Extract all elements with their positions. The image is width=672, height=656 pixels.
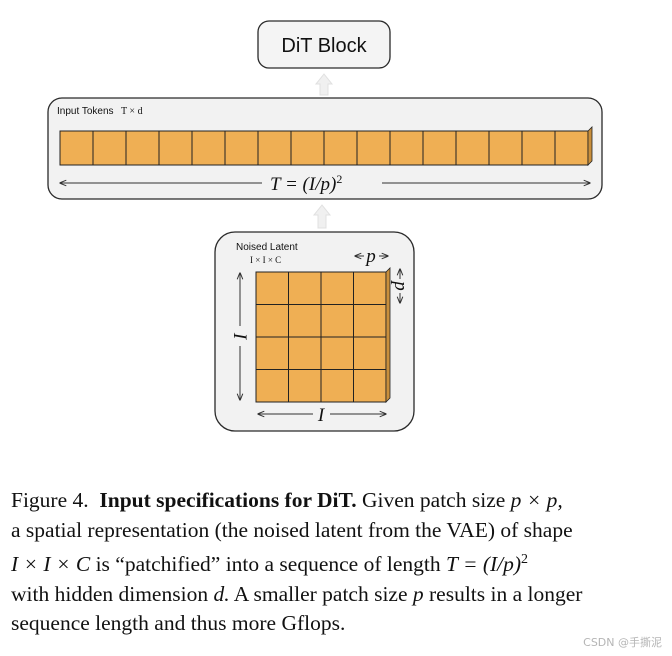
token-cell: [158, 130, 193, 166]
latent-patch: [288, 336, 322, 370]
noised-latent-shape: I × I × C: [250, 255, 281, 265]
caption-line4-text-a: with hidden dimension: [11, 581, 209, 606]
latent-patch: [353, 304, 387, 338]
caption-line4-math-b: p: [412, 581, 424, 606]
dit-input-diagram: DiT Block Input Tokens T × d T = (I/p)2 …: [47, 20, 603, 432]
latent-height-label: I: [229, 332, 250, 341]
caption-line4-text-c: results in a longer: [429, 581, 583, 606]
latent-patch: [320, 336, 354, 370]
token-row-side: [587, 126, 593, 166]
caption-line4-math: d.: [213, 581, 230, 606]
token-row: [59, 126, 593, 166]
caption-line3-math-a: I × I × C: [11, 552, 91, 577]
caption-line1-text: Given patch size: [362, 488, 506, 512]
figure-caption: Figure 4. Input specifications for DiT. …: [11, 486, 666, 639]
latent-patch: [320, 369, 354, 403]
up-arrow-top: [314, 73, 334, 96]
caption-title: Input specifications for DiT.: [99, 488, 357, 512]
caption-line1-math: p × p,: [510, 488, 563, 512]
patch-height-label: p: [390, 279, 411, 291]
token-cell: [521, 130, 556, 166]
token-cell: [224, 130, 259, 166]
token-cell: [488, 130, 523, 166]
latent-patch: [320, 271, 354, 305]
token-cell: [389, 130, 424, 166]
latent-patch: [255, 304, 289, 338]
token-cell: [356, 130, 391, 166]
token-cell: [191, 130, 226, 166]
caption-line3-text: is “patchified” into a sequence of lengt…: [95, 552, 441, 577]
figure-number: Figure 4.: [11, 488, 89, 512]
up-arrow-middle: [312, 204, 332, 229]
dit-block-box: [257, 20, 391, 69]
token-cell: [125, 130, 160, 166]
sequence-length-exponent: 2: [336, 172, 342, 186]
token-cell: [290, 130, 325, 166]
latent-grid-side: [385, 267, 391, 403]
token-cell: [422, 130, 457, 166]
latent-patch: [255, 271, 289, 305]
token-cell: [92, 130, 127, 166]
token-cell: [554, 130, 589, 166]
latent-patch: [255, 369, 289, 403]
sequence-length-formula: T = (I/p)2: [270, 172, 342, 195]
sequence-length-base: T = (I/p): [270, 174, 336, 195]
caption-line5-text: sequence length and thus more Gflops.: [11, 611, 346, 636]
csdn-watermark: CSDN @手撕泥: [583, 636, 662, 649]
input-tokens-shape: T × d: [121, 106, 143, 117]
latent-patch: [320, 304, 354, 338]
latent-patch: [288, 271, 322, 305]
token-cell: [257, 130, 292, 166]
latent-patch: [288, 369, 322, 403]
latent-patch: [255, 336, 289, 370]
token-cell: [59, 130, 94, 166]
latent-width-label: I: [317, 405, 326, 426]
caption-line3-math-b: T = (I/p): [446, 552, 522, 577]
token-cell: [455, 130, 490, 166]
input-tokens-label: Input Tokens: [57, 106, 114, 117]
caption-line2-text: a spatial representation (the noised lat…: [11, 517, 573, 542]
token-cell: [323, 130, 358, 166]
patch-width-label: p: [364, 246, 376, 267]
caption-line4-text-b: A smaller patch size: [233, 581, 408, 606]
noised-latent-label: Noised Latent: [236, 242, 298, 253]
latent-patch: [353, 271, 387, 305]
latent-patch: [353, 369, 387, 403]
latent-patch: [353, 336, 387, 370]
caption-line3-exponent: 2: [521, 552, 529, 567]
latent-patch: [288, 304, 322, 338]
dit-block-label: DiT Block: [281, 35, 367, 57]
latent-grid: [255, 267, 391, 403]
